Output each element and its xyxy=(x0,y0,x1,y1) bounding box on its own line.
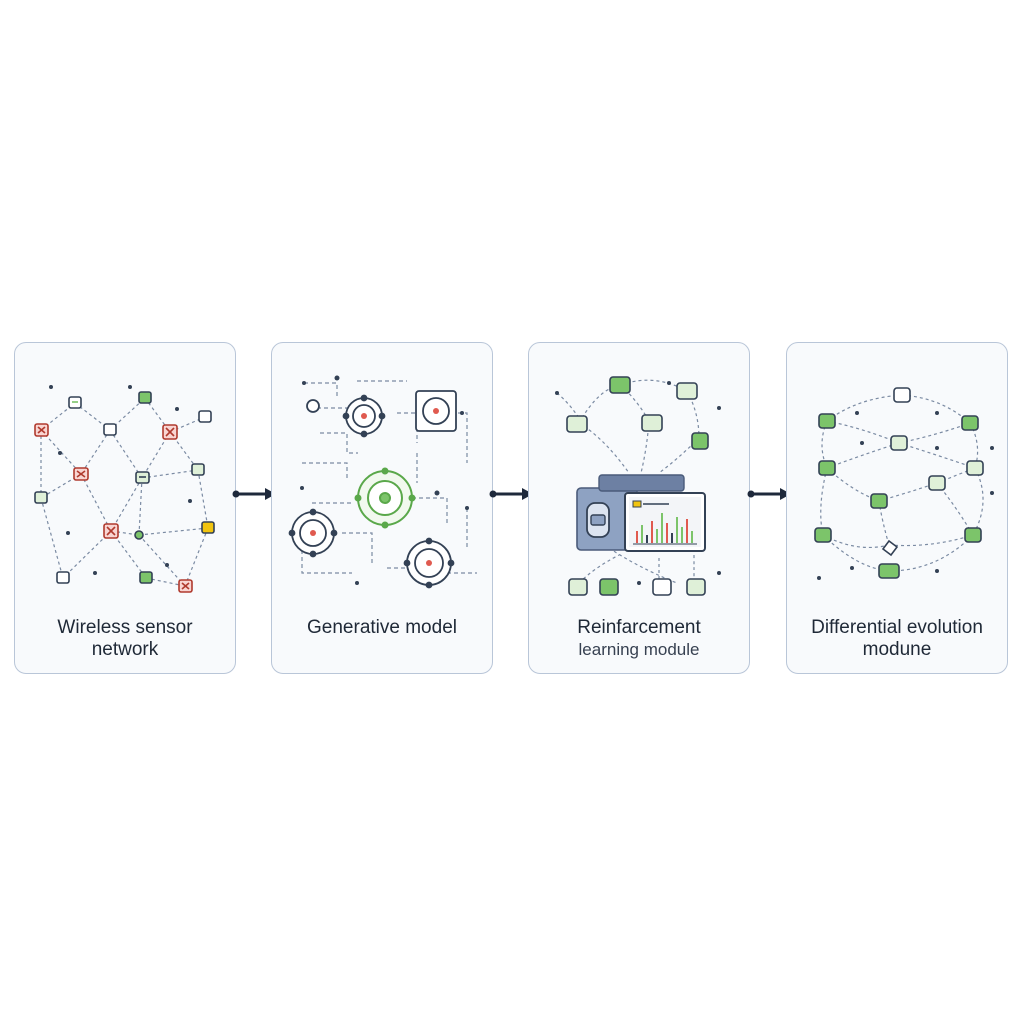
rl-agent-icon xyxy=(576,474,685,551)
sensor-network-graph xyxy=(34,385,215,593)
sensor-node-icon xyxy=(34,391,215,584)
evolution-network-graph xyxy=(814,387,994,580)
stage-reinforcement-learning: Reinfarcement learning module xyxy=(528,342,750,674)
stage-label-line1: Wireless sensor xyxy=(57,617,193,638)
generative-model-diagram xyxy=(288,375,477,589)
rl-module-diagram xyxy=(555,376,721,596)
flow-arrow xyxy=(232,488,276,500)
stage-differential-evolution: Differential evolution modune xyxy=(786,342,1008,674)
stage-label: Generative model xyxy=(278,617,486,639)
stage-label-line2: network xyxy=(91,639,159,660)
stage-generative-model: Generative model xyxy=(271,342,493,674)
flow-arrow xyxy=(747,488,791,500)
chart-monitor-icon xyxy=(624,492,706,552)
stage-label-line1: Differential evolution xyxy=(811,617,983,638)
stage-label-line1: Reinfarcement xyxy=(577,617,701,638)
sensor-node-icon xyxy=(814,387,984,579)
flow-arrow xyxy=(489,488,533,500)
stage-label-line1: Generative model xyxy=(307,617,457,638)
stage-label: Reinfarcement learning module xyxy=(535,617,743,661)
stage-label: Wireless sensor network xyxy=(21,617,229,661)
faulty-sensor-icon xyxy=(34,423,193,593)
generator-gear-icon xyxy=(288,390,457,589)
stage-wireless-sensor-network: Wireless sensor network xyxy=(14,342,236,674)
stage-label: Differential evolution modune xyxy=(793,617,1001,661)
stage-label-line2: learning module xyxy=(578,640,700,659)
stage-label-line2: modune xyxy=(862,639,932,660)
sensor-node-icon xyxy=(566,376,709,596)
